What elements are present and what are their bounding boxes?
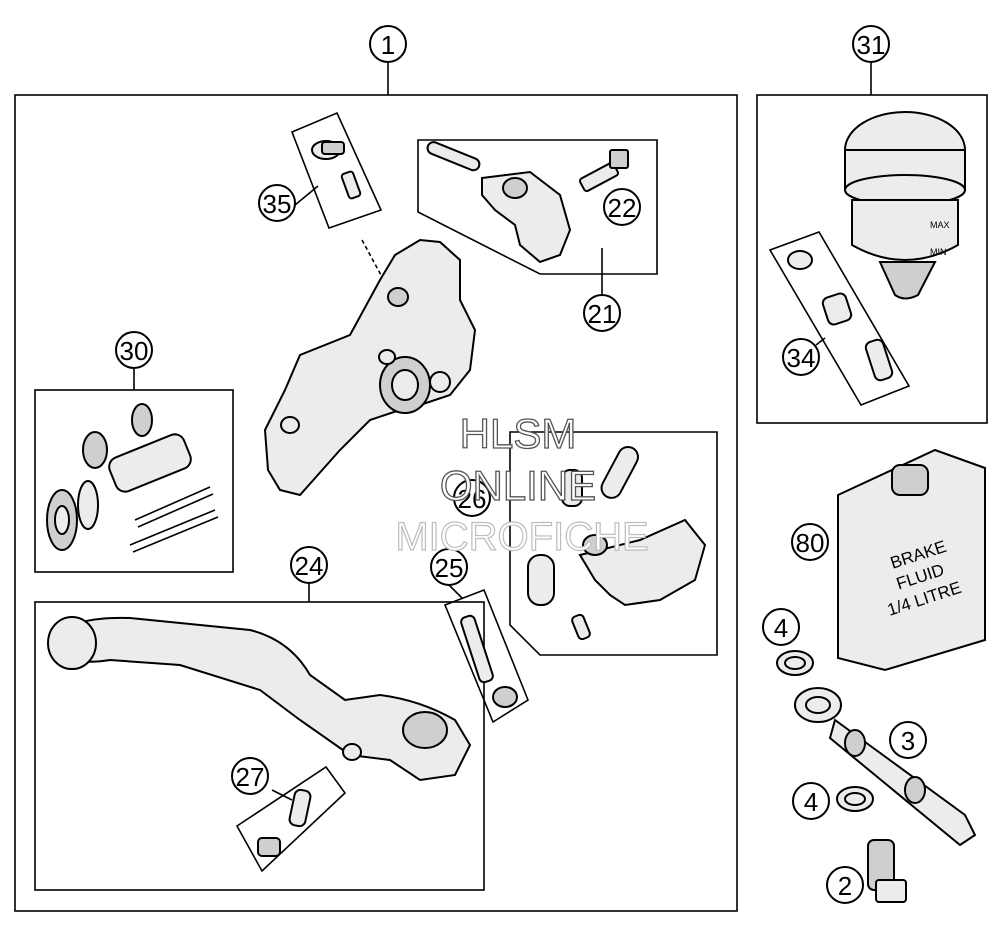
svg-text:80: 80 (796, 528, 825, 558)
callout-30: 30 (115, 331, 153, 369)
callout-22: 22 (603, 188, 641, 226)
callout-26: 26 (453, 479, 491, 517)
pivot-pin (426, 141, 481, 172)
svg-text:30: 30 (120, 336, 149, 366)
callout-35: 35 (258, 184, 296, 222)
svg-text:1: 1 (381, 30, 395, 60)
svg-text:24: 24 (295, 551, 324, 581)
bushing-screw-frame (443, 588, 529, 724)
watermark-line-2: ONLINE (440, 462, 596, 509)
sealing-washer-top (776, 650, 814, 676)
lever-pivot-pin (257, 788, 312, 857)
bleed-screw-frame (290, 111, 383, 230)
reservoir-max-mark: MAX (930, 220, 950, 230)
svg-text:21: 21 (588, 299, 617, 329)
adjuster-kit-frame (509, 431, 718, 656)
callout-3: 3 (889, 721, 927, 759)
reservoir-min-mark: MIN (930, 247, 947, 257)
adjuster-kit (527, 445, 707, 641)
svg-text:4: 4 (774, 613, 788, 643)
lever-bushing-screw (460, 614, 518, 708)
watermark-line-3: MICROFICHE (395, 515, 648, 559)
callout-31: 31 (852, 25, 890, 63)
brake-hose (794, 687, 977, 847)
svg-text:25: 25 (435, 553, 464, 583)
hand-lever (47, 616, 472, 782)
svg-text:4: 4 (804, 787, 818, 817)
svg-text:26: 26 (458, 484, 487, 514)
lever-pin-frame (235, 765, 347, 873)
leader-line (271, 789, 293, 801)
watermark-line-1: HLSM (460, 410, 577, 457)
svg-text:22: 22 (608, 193, 637, 223)
callout-25: 25 (430, 548, 468, 586)
master-cylinder-body (263, 238, 477, 497)
svg-text:35: 35 (263, 189, 292, 219)
callout-21: 21 (583, 294, 621, 332)
brake-fluid-can: BRAKE FLUID 1/4 LITRE (837, 448, 986, 672)
leader-line (294, 185, 319, 206)
reservoir-seal-frame (768, 231, 911, 406)
callout-27: 27 (231, 757, 269, 795)
callout-2: 2 (826, 866, 864, 904)
sealing-washer-bottom (836, 786, 874, 812)
callout-4-bottom: 4 (792, 782, 830, 820)
reservoir-frame (756, 94, 988, 424)
reservoir-seal-kit (787, 250, 894, 382)
callout-24: 24 (290, 546, 328, 584)
svg-text:27: 27 (236, 762, 265, 792)
pivot-bolt (578, 149, 629, 193)
callout-34: 34 (782, 338, 820, 376)
callout-1: 1 (369, 25, 407, 63)
leader-line (815, 337, 826, 346)
lever-frame (34, 601, 485, 891)
bleed-screw (311, 140, 362, 200)
piston-kit (46, 403, 219, 553)
main-assembly-frame (14, 94, 738, 912)
callout-4-top: 4 (762, 608, 800, 646)
banjo-bolt (867, 839, 907, 903)
svg-text:2: 2 (838, 871, 852, 901)
svg-text:34: 34 (787, 343, 816, 373)
brake-fluid-reservoir: MAX MIN (844, 111, 966, 300)
pivot-bracket (481, 170, 572, 264)
callout-80: 80 (791, 523, 829, 561)
pivot-kit-frame (417, 139, 658, 275)
svg-text:31: 31 (857, 30, 886, 60)
leader-line (448, 584, 463, 599)
svg-text:3: 3 (901, 726, 915, 756)
